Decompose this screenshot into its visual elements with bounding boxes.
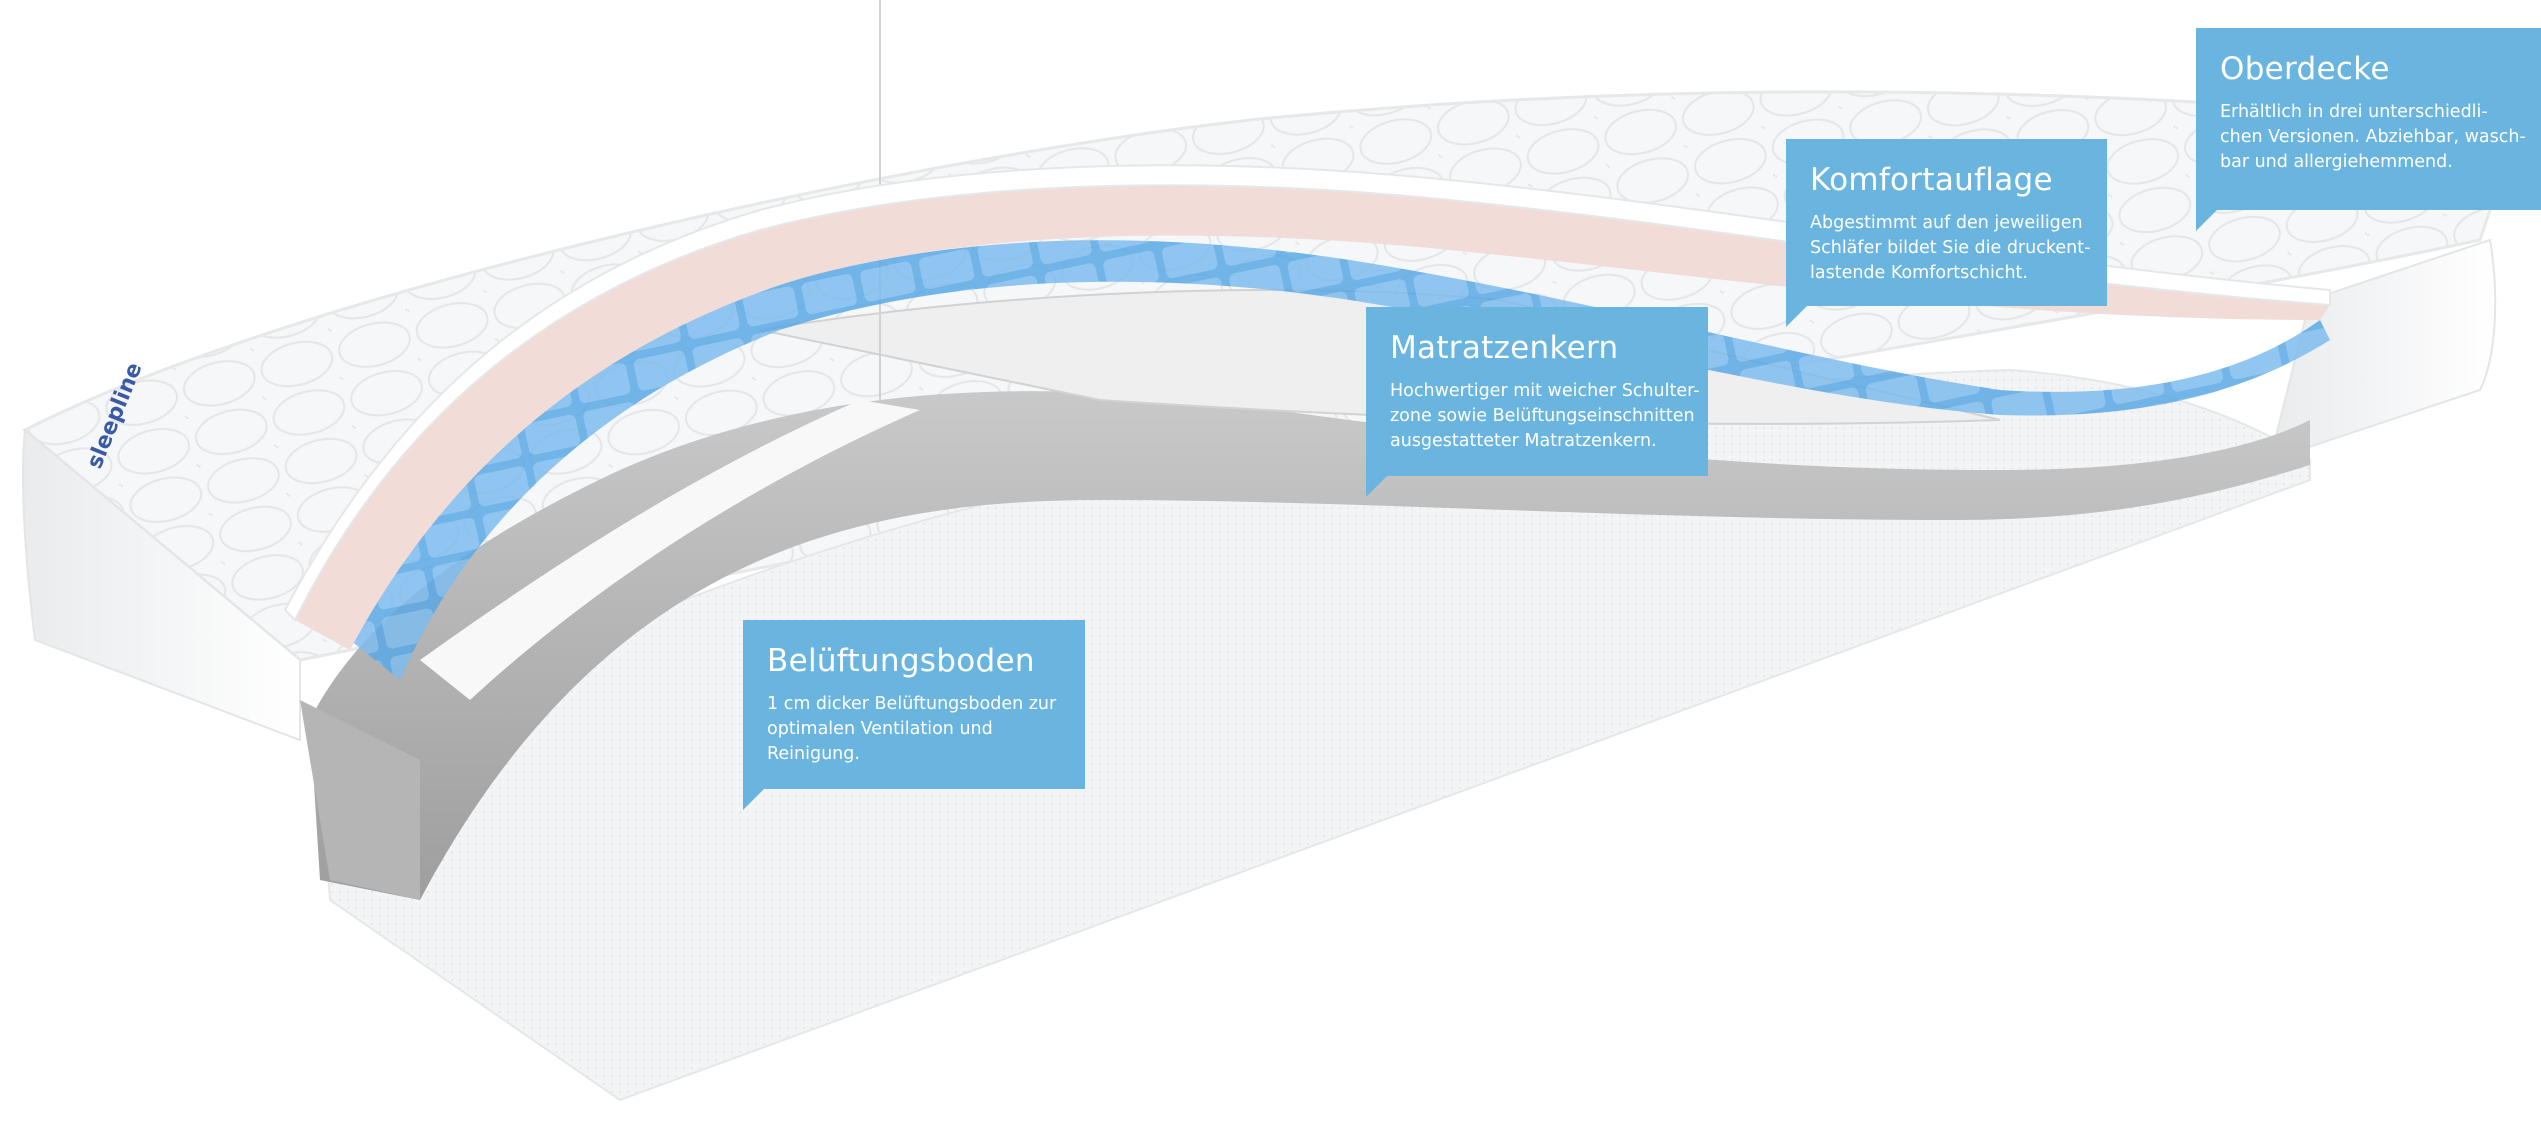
- callout-belueftungsboden: Belüftungsboden 1 cm dicker Belüftungsbo…: [743, 620, 1085, 810]
- callout-line: optimalen Ventilation und: [767, 719, 993, 739]
- foam-core: [310, 391, 2310, 900]
- mattress-left-edge: [22, 428, 301, 742]
- callout-line: zone sowie Belüftungseinschnitten: [1390, 406, 1695, 426]
- callout-line: 1 cm dicker Belüftungsboden zur: [767, 694, 1057, 714]
- foam-cut-face: [300, 700, 420, 900]
- callout-line: ausgestatteter Matratzenkern.: [1390, 431, 1657, 451]
- core-inner-wall: [420, 400, 920, 700]
- callout-line: Reinigung.: [767, 744, 860, 764]
- callout-komfortauflage: Komfortauflage Abgestimmt auf den jeweil…: [1786, 139, 2107, 327]
- callout-title: Belüftungsboden: [767, 643, 1035, 679]
- callout-line: lastende Komfortschicht.: [1810, 263, 2028, 283]
- callout-line: Schläfer bildet Sie die druckent-: [1810, 238, 2091, 258]
- callout-line: Abgestimmt auf den jeweiligen: [1810, 213, 2083, 233]
- callout-title: Oberdecke: [2220, 51, 2390, 87]
- callout-description: 1 cm dicker Belüftungsboden zur optimale…: [767, 692, 1061, 767]
- cover-edge: [283, 164, 2331, 622]
- callout-line: Erhältlich in drei unterschiedli-: [2220, 102, 2488, 122]
- callout-description: Abgestimmt auf den jeweiligen Schläfer b…: [1810, 211, 2091, 286]
- callout-title: Komfortauflage: [1810, 162, 2053, 198]
- callout-matratzenkern: Matratzenkern Hochwertiger mit weicher S…: [1366, 307, 1708, 497]
- callout-description: Hochwertiger mit weicher Schulter- zone …: [1390, 379, 1700, 454]
- callout-line: chen Versionen. Abziehbar, wasch-: [2220, 127, 2526, 147]
- callout-line: Hochwertiger mit weicher Schulter-: [1390, 381, 1700, 401]
- callout-oberdecke: Oberdecke Erhältlich in drei unterschied…: [2196, 28, 2541, 231]
- callout-description: Erhältlich in drei unterschiedli- chen V…: [2220, 100, 2526, 175]
- callout-title: Matratzenkern: [1390, 330, 1619, 366]
- callout-line: bar und allergiehemmend.: [2220, 152, 2453, 172]
